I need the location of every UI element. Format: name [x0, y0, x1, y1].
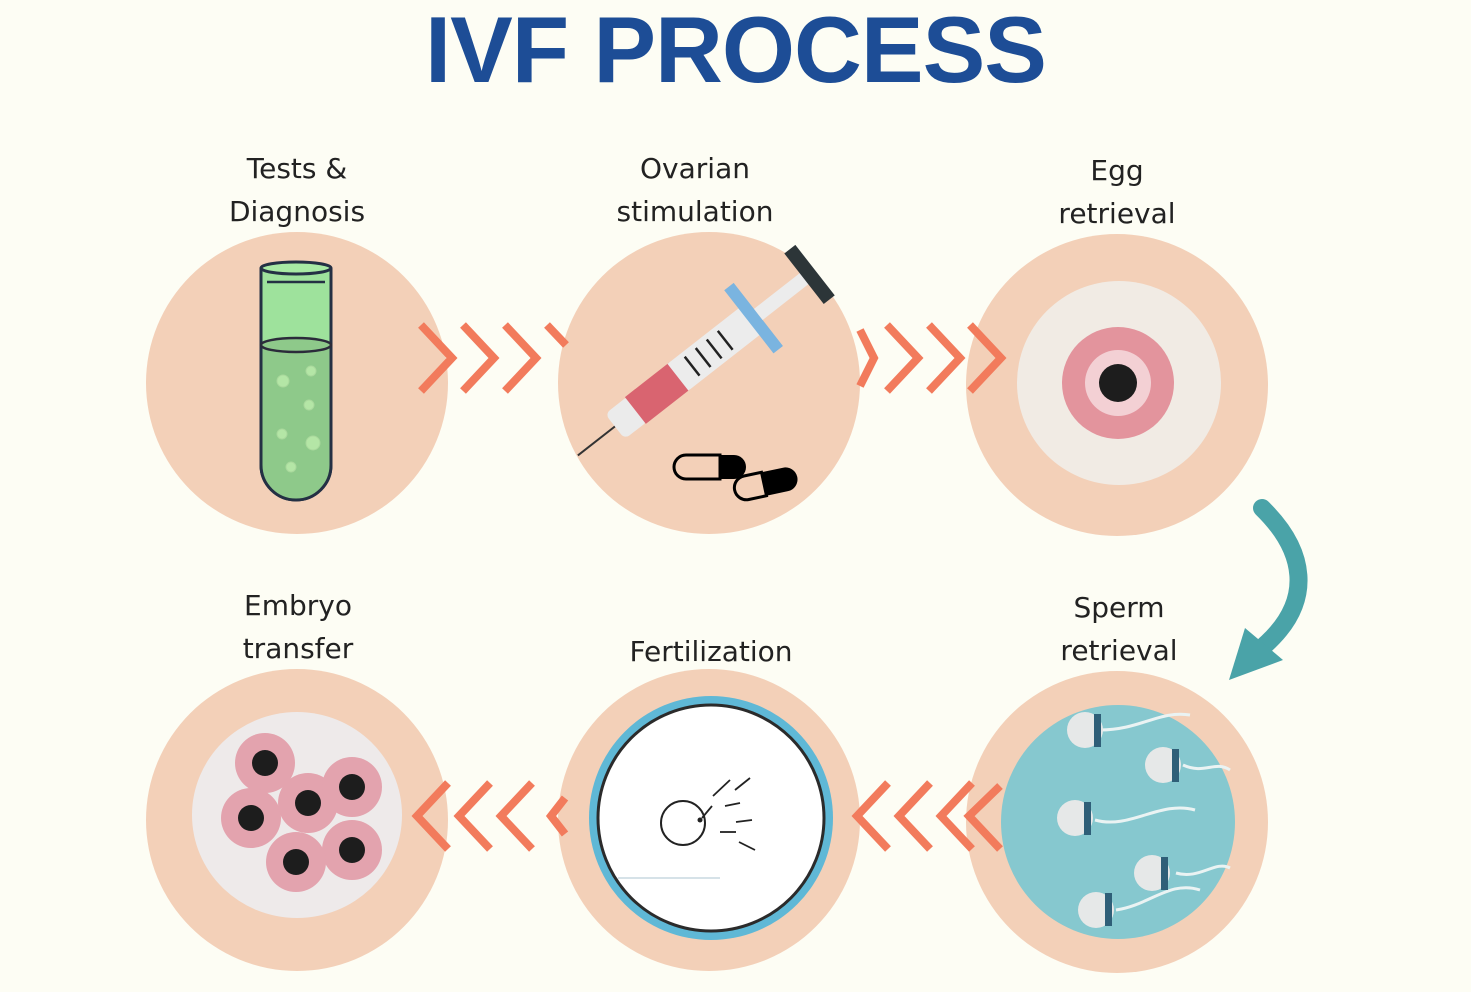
label-line: Embryo [244, 589, 352, 622]
chevron-right-icon [460, 322, 500, 394]
chevron-left-icon [411, 780, 451, 852]
chevron-right-icon [502, 322, 542, 394]
label-line: Ovarian [640, 152, 750, 185]
label-line: Sperm [1073, 591, 1165, 624]
step-label-egg-retrieval: Egg retrieval [967, 149, 1267, 235]
chevron-right-icon [884, 322, 924, 394]
chevron-left-icon [495, 780, 535, 852]
step-label-embryo-transfer: Embryo transfer [148, 584, 448, 670]
label-line: Egg [1090, 154, 1144, 187]
chevron-right-icon [544, 322, 569, 348]
step-label-sperm-retrieval: Sperm retrieval [969, 586, 1269, 672]
chevron-left-icon [963, 783, 1003, 852]
label-line: Tests & [246, 152, 348, 185]
label-line: Fertilization [629, 635, 793, 668]
step-label-ovarian-stimulation: Ovarian stimulation [545, 147, 845, 233]
chevron-left-icon [893, 780, 933, 852]
step-label-fertilization: Fertilization [561, 630, 861, 673]
step-label-tests-diagnosis: Tests & Diagnosis [147, 147, 447, 233]
chevron-left-icon [851, 780, 891, 852]
label-line: Diagnosis [228, 195, 366, 228]
chevron-left-icon [545, 795, 569, 837]
label-line: stimulation [616, 195, 774, 228]
chevron-left-icon [453, 780, 493, 852]
chevron-right-icon [856, 328, 879, 388]
chevron-left-icon [935, 780, 975, 852]
label-line: retrieval [1060, 634, 1178, 667]
chevron-right-icon [967, 322, 1007, 394]
label-line: transfer [242, 632, 354, 665]
pills-icon [672, 453, 798, 502]
label-line: retrieval [1058, 197, 1176, 230]
chevron-right-icon [418, 322, 458, 394]
page-title: IVF PROCESS [424, 0, 1047, 102]
chevron-right-icon [926, 322, 966, 394]
